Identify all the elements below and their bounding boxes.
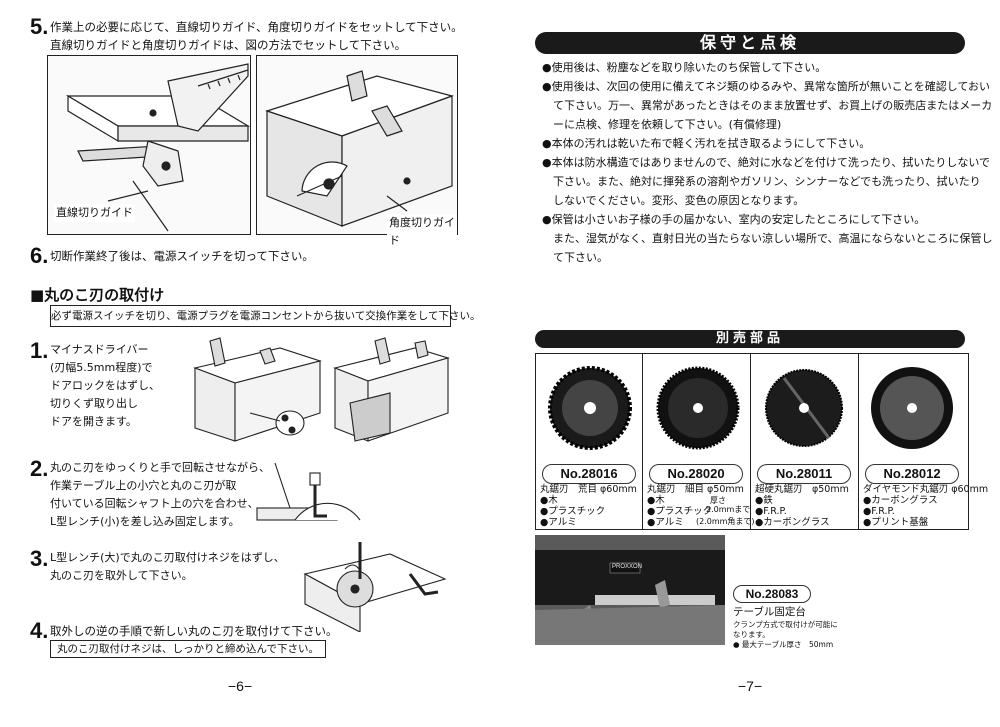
blade-spec: ●カーボングラス: [863, 495, 938, 506]
blade-info: 丸鋸刃 細目 φ50mm ●木 ●プラスチック ●アルミ: [647, 484, 744, 528]
step-5-number: 5.: [30, 14, 49, 39]
maintenance-line: 下さい。また、絶対に揮発系の溶剤やガソリン、シンナーなどでも洗ったり、拭いたり: [542, 175, 981, 188]
blade-name: 超硬丸鋸刃 φ50mm: [755, 484, 849, 495]
step-3-illustration: [300, 534, 450, 633]
step-1-line: ドアを開きます。: [50, 415, 137, 428]
blade-spec: ●カーボングラス: [755, 517, 830, 528]
maintenance-line: ●保管は小さいお子様の手の届かない、室内の安定したところにして下さい。: [542, 213, 926, 226]
fine-blade-photo: [656, 366, 740, 450]
page-number-right: −7−: [738, 678, 763, 694]
table-clamp-photo: PROXXON: [535, 535, 725, 645]
angle-guide-illustration: [265, 70, 454, 227]
blade-part-no: No.28016: [542, 464, 636, 484]
step-2-line: 作業テーブル上の小穴と丸のこ刃が取: [50, 479, 237, 492]
coarse-blade-photo: [548, 366, 632, 450]
step-2-line: 丸のこ刃をゆっくりと手で回転させながら、: [50, 461, 270, 474]
blade-spec: ●プリント基盤: [863, 517, 929, 528]
step-6-text: 切断作業終了後は、電源スイッチを切って下さい。: [50, 249, 314, 263]
blade-spec: ●アルミ: [540, 517, 577, 528]
step-1-number: 1.: [30, 338, 49, 363]
blade-info: 丸鋸刃 荒目 φ60mm ●木 ●プラスチック ●アルミ: [540, 484, 637, 528]
blade-spec: ●木: [647, 495, 665, 506]
table-desc-3: ● 最大テーブル厚さ 50mm: [733, 640, 834, 649]
maintenance-line: ーに点検、修理を依頼して下さい。(有償修理): [542, 118, 782, 131]
blade-name: ダイヤモンド丸鋸刃 φ60mm: [863, 484, 989, 495]
step-4-text: 取外しの逆の手順で新しい丸のこ刃を取付けて下さい。: [50, 624, 338, 638]
maintenance-line: また、湿気がなく、直射日光の当たらない涼しい場所で、高温にならないところに保管し: [542, 232, 993, 245]
step-1-text: マイナスドライバー (刃幅5.5mm程度)で ドアロックをはずし、 切りくず取り…: [50, 341, 160, 431]
blade-part-no: No.28020: [649, 464, 743, 484]
blade-spec: ●プラスチック: [647, 506, 713, 517]
maintenance-title-banner: 保守と点検: [535, 32, 965, 54]
step-1-line: マイナスドライバー: [50, 343, 149, 356]
step-2-number: 2.: [30, 456, 49, 481]
blade-thickness: 2.0mmまで: [706, 505, 751, 514]
step-6-number: 6.: [30, 243, 49, 268]
angle-guide-label: 角度切りガイド: [387, 214, 457, 250]
blade-spec: ●アルミ: [647, 517, 684, 528]
step-5-line-1: 作業上の必要に応じて、直線切りガイド、角度切りガイドをセットして下さい。: [50, 20, 463, 34]
carbide-blade-photo: [765, 369, 843, 447]
table-name: テーブル固定台: [733, 606, 806, 618]
step-4-note-box: 丸のこ刃取付けネジは、しっかりと締め込んで下さい。: [50, 640, 326, 658]
straight-guide-figure: 直線切りガイド: [47, 55, 251, 235]
maintenance-line: ●使用後は、粉塵などを取り除いたのち保管して下さい。: [542, 61, 827, 74]
maintenance-line: しないでください。変形、変色の原因となります。: [542, 194, 805, 207]
blade-thickness: 厚さ: [710, 496, 726, 505]
table-desc-1: クランプ方式で取付けが可能に: [733, 620, 838, 629]
brand-logo: PROXXON: [612, 564, 643, 570]
section-title-blade-install: ■丸のこ刃の取付け: [30, 286, 165, 304]
optional-parts-banner: 別売部品: [535, 330, 965, 348]
step-3-line: L型レンチ(大)で丸のこ刃取付けネジをはずし、: [50, 551, 285, 564]
maintenance-line: ●本体の汚れは乾いた布で軽く汚れを拭き取るようにして下さい。: [542, 137, 871, 150]
maintenance-line: て下さい。: [542, 251, 608, 264]
maintenance-line: ●本体は防水構造ではありませんので、絶対に水などを付けて洗ったり、拭いたりしない…: [542, 156, 991, 169]
step-2-line: L型レンチ(小)を差し込み固定します。: [50, 515, 240, 528]
blade-part-no: No.28011: [757, 464, 851, 484]
angle-guide-figure: 角度切りガイド: [256, 55, 458, 250]
maintenance-list: ●使用後は、粉塵などを取り除いたのち保管して下さい。 ●使用後は、次回の使用に備…: [542, 58, 993, 267]
blade-name: 丸鋸刃 細目 φ50mm: [647, 484, 744, 495]
maintenance-line: て下さい。万一、異常があったときはそのまま放置せず、お買上げの販売店またはメーカ: [542, 99, 993, 112]
step-2-text: 丸のこ刃をゆっくりと手で回転させながら、 作業テーブル上の小穴と丸のこ刃が取 付…: [50, 459, 270, 531]
diamond-blade-photo: [871, 367, 953, 449]
blade-spec: ●プラスチック: [540, 506, 606, 517]
step-4-number: 4.: [30, 618, 49, 643]
blade-part-no: No.28012: [865, 464, 959, 484]
blade-catalog: No.28016 丸鋸刃 荒目 φ60mm ●木 ●プラスチック ●アルミ No…: [535, 353, 988, 530]
table-desc-2: なります。: [733, 630, 770, 639]
step-3-number: 3.: [30, 546, 49, 571]
maintenance-line: ●使用後は、次回の使用に備えてネジ類のゆるみや、異常な箇所が無いことを確認してお…: [542, 80, 991, 93]
blade-info: 超硬丸鋸刃 φ50mm ●鉄 ●F.R.P. ●カーボングラス: [755, 484, 849, 528]
step-1-line: (刃幅5.5mm程度)で: [50, 361, 153, 374]
table-part-no: No.28083: [733, 585, 811, 603]
step-1-illustration: [190, 333, 450, 445]
straight-guide-label: 直線切りガイド: [54, 204, 135, 222]
page-number-left: −6−: [228, 678, 253, 694]
blade-name: 丸鋸刃 荒目 φ60mm: [540, 484, 637, 495]
blade-spec: ●F.R.P.: [755, 506, 787, 517]
step-3-line: 丸のこ刃を取外して下さい。: [50, 569, 193, 582]
step-2-line: 付いている回転シャフト上の穴を合わせ、: [50, 497, 259, 510]
blade-spec: ●F.R.P.: [863, 506, 895, 517]
blade-info: ダイヤモンド丸鋸刃 φ60mm ●カーボングラス ●F.R.P. ●プリント基盤: [863, 484, 988, 528]
step-5-line-2: 直線切りガイドと角度切りガイドは、図の方法でセットして下さい。: [50, 38, 407, 52]
blade-spec: ●木: [540, 495, 558, 506]
step-1-line: ドアロックをはずし、: [50, 379, 160, 392]
blade-thickness: (2.0mm角まで): [696, 517, 755, 526]
step-1-line: 切りくず取り出し: [50, 397, 138, 410]
step-2-illustration: [255, 458, 365, 528]
warning-box: 必ず電源スイッチを切り、電源プラグを電源コンセントから抜いて交換作業をして下さい…: [50, 305, 480, 327]
straight-guide-illustration: [65, 63, 251, 232]
step-3-text: L型レンチ(大)で丸のこ刃取付けネジをはずし、 丸のこ刃を取外して下さい。: [50, 549, 285, 585]
blade-spec: ●鉄: [755, 495, 773, 506]
